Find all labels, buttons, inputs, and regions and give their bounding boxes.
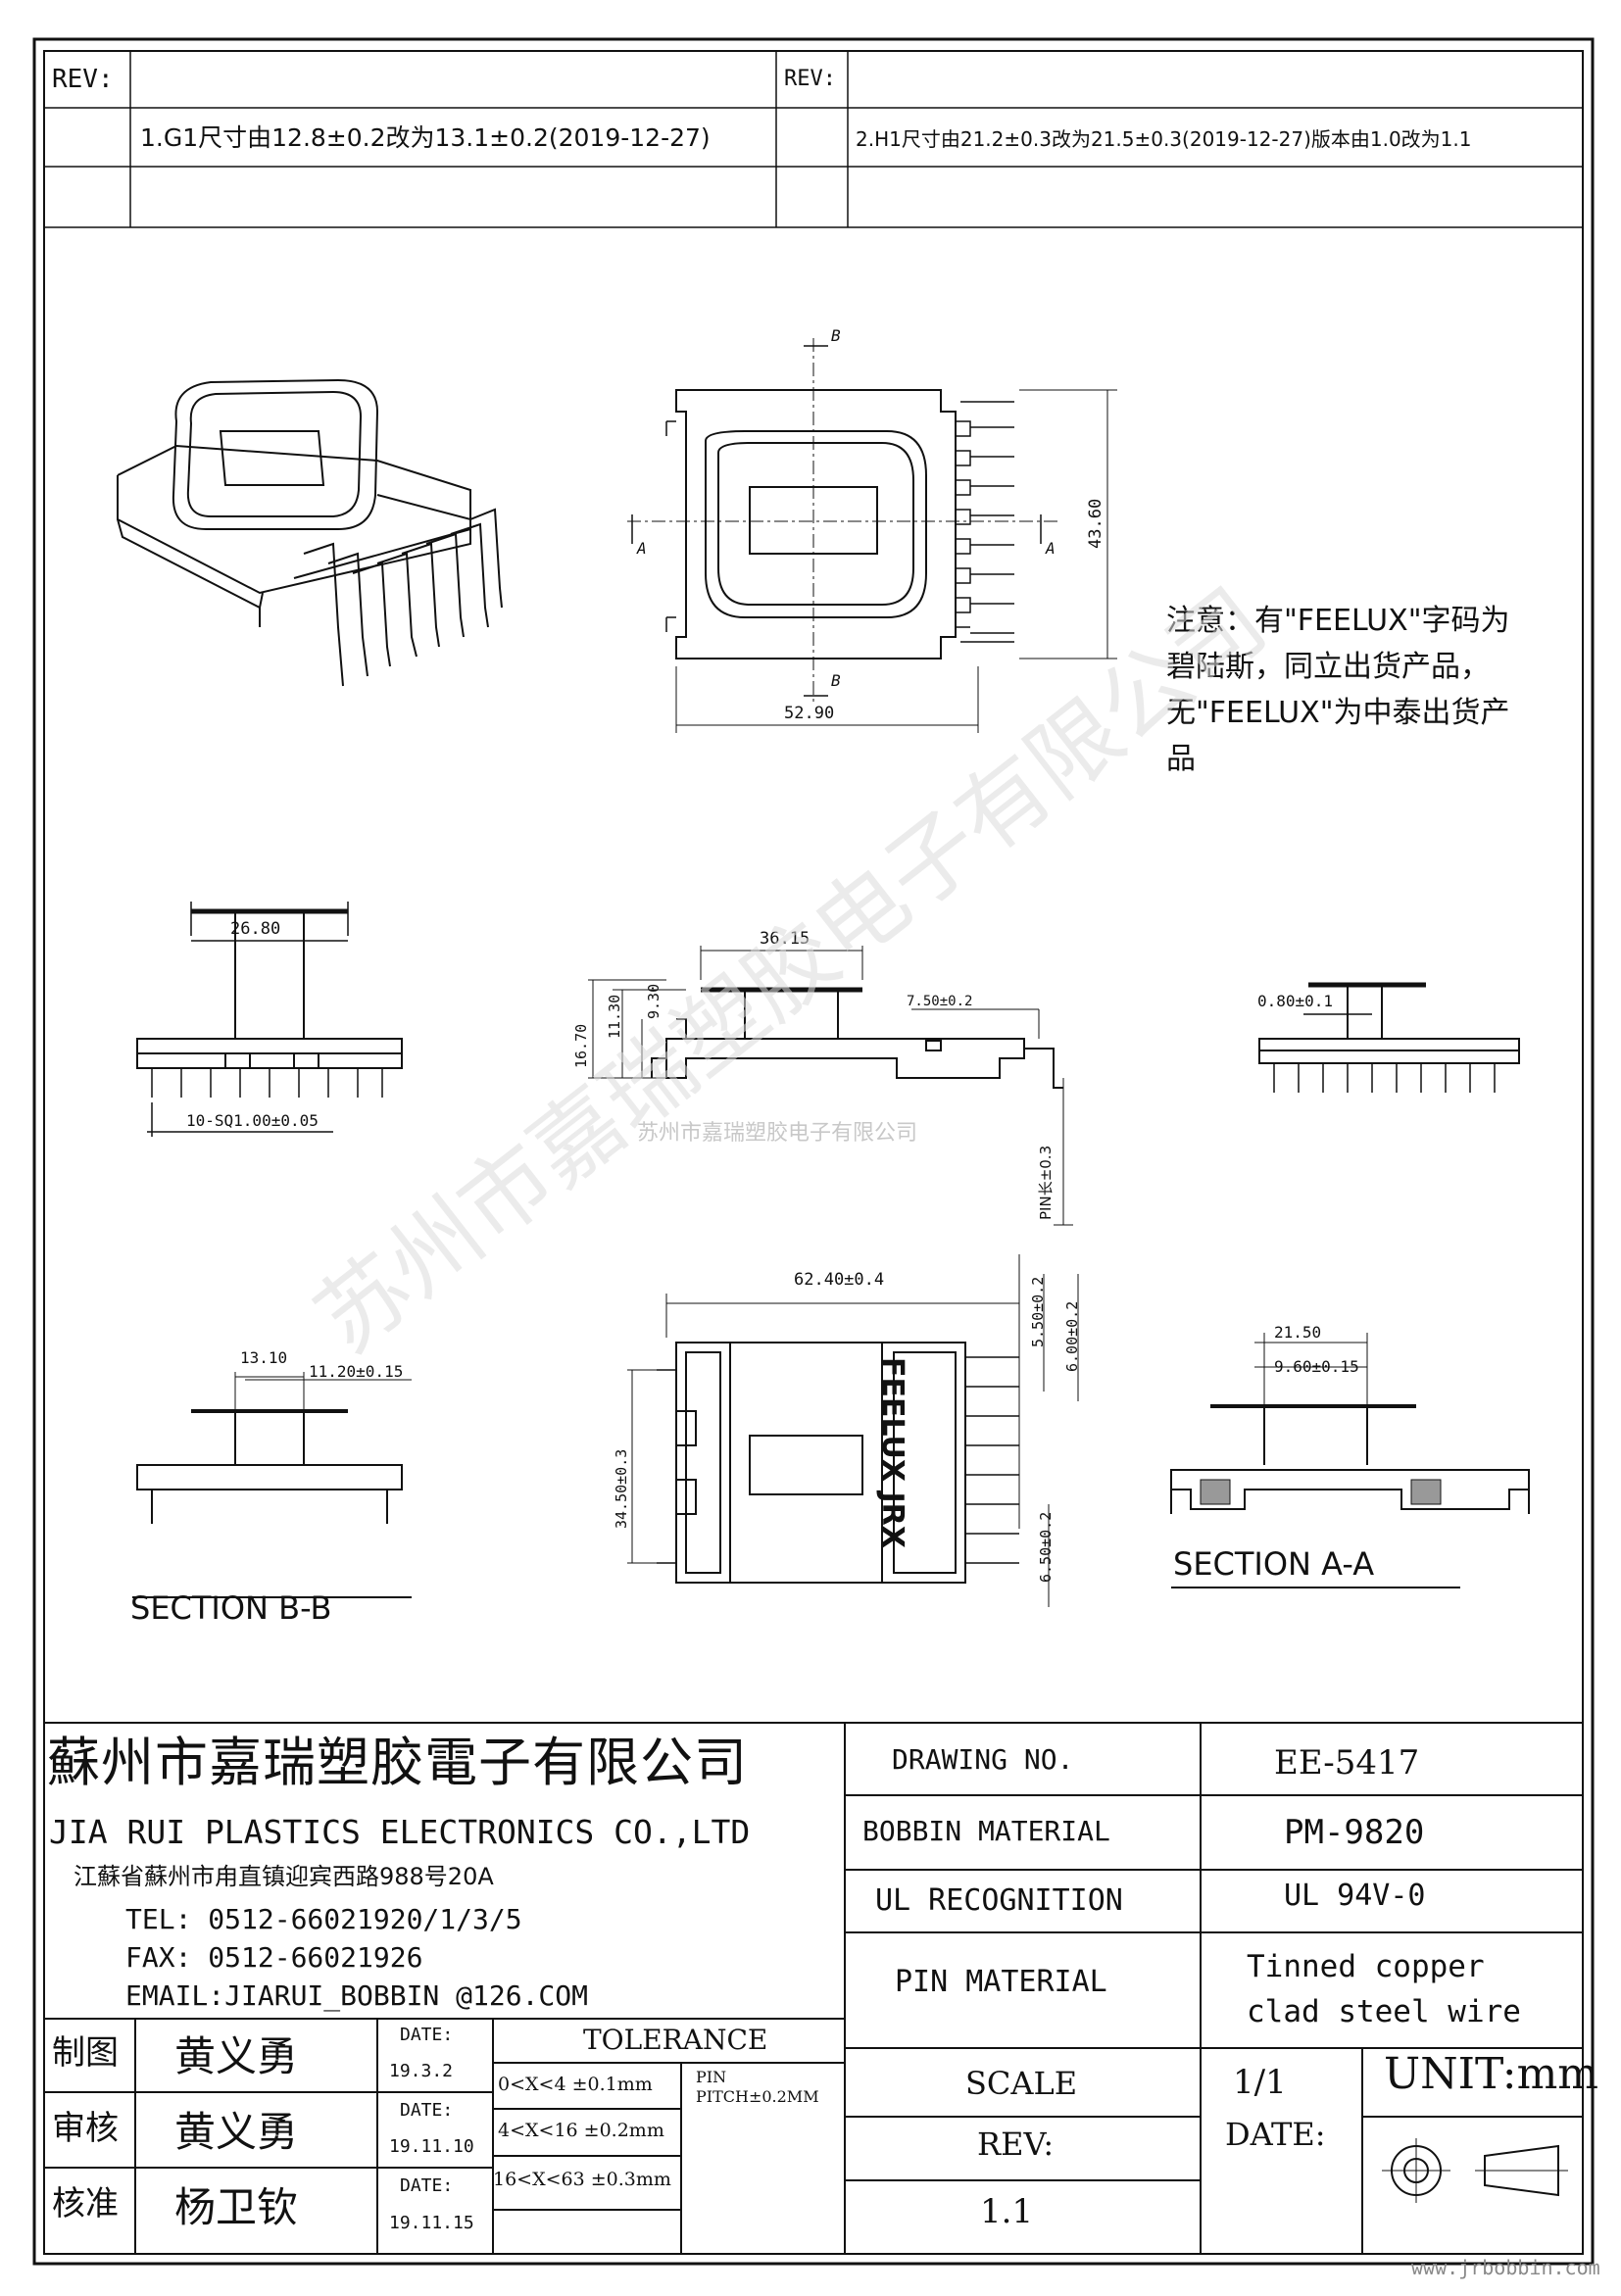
approved-by: 杨卫钦 <box>174 2183 299 2231</box>
date-label-3: DATE: <box>400 2175 454 2196</box>
bottom-view <box>627 1254 1079 1607</box>
dim-h2: 9.60±0.15 <box>1274 1357 1359 1376</box>
rev-label: REV: <box>977 2125 1055 2163</box>
company-fax: FAX: 0512-66021926 <box>125 1941 423 1974</box>
dim-m: 43.60 <box>1086 498 1105 549</box>
date-label-2: DATE: <box>400 2100 454 2121</box>
date-label-right: DATE: <box>1225 2116 1326 2153</box>
dim-g2: 11.20±0.15 <box>309 1362 404 1381</box>
dim-34-50: 34.50±0.3 <box>613 1448 630 1529</box>
ul-recognition-label: UL RECOGNITION <box>875 1883 1123 1918</box>
date-label-1: DATE: <box>400 2025 454 2045</box>
notice-line-1: 注意：有"FEELUX"字码为碧陆斯，同立出货产品， <box>1166 604 1510 684</box>
pin-length-dim: PIN长±0.3 <box>1037 1145 1055 1220</box>
outer-border <box>32 37 1595 2266</box>
dim-6-50: 6.50±0.2 <box>1037 1511 1055 1583</box>
unit-label: UNIT:mm <box>1384 2049 1599 2099</box>
dim-a: 62.40±0.4 <box>794 1270 885 1290</box>
date-3: 19.11.15 <box>389 2213 474 2233</box>
date-1: 19.3.2 <box>389 2061 454 2081</box>
watermark-small: 苏州市嘉瑞塑胶电子有限公司 <box>637 1121 918 1146</box>
footer-url: www.jrbobbin.com <box>1411 2256 1600 2279</box>
company-name-en: JIA RUI PLASTICS ELECTRONICS CO.,LTD <box>49 1813 751 1851</box>
section-mark-a-left: A <box>636 539 647 558</box>
section-aa-label: SECTION A-A <box>1173 1545 1375 1583</box>
bobbin-marking-text: FEELUX JRX <box>875 1357 909 1548</box>
top-view <box>627 338 1117 733</box>
pin-pitch-label: PIN <box>696 2068 727 2086</box>
projection-symbol-icon <box>1382 2138 1568 2203</box>
rev-label-left: REV: <box>52 65 114 94</box>
dim-b3: 6.00±0.2 <box>1063 1300 1081 1372</box>
company-email: EMAIL:JIARUI_BOBBIN @126.COM <box>125 1979 589 2012</box>
section-bb-label: SECTION B-B <box>130 1589 332 1627</box>
inner-border <box>43 50 1584 2255</box>
front-view-left <box>136 902 403 1137</box>
date-2: 19.11.10 <box>389 2136 474 2157</box>
dim-k: 52.90 <box>784 704 835 723</box>
notice-text: 注意：有"FEELUX"字码为碧陆斯，同立出货产品， 无"FEELUX"为中泰出… <box>1166 598 1519 782</box>
dim-n: 7.50±0.2 <box>907 994 973 1009</box>
section-aa-view <box>1170 1333 1530 1588</box>
revision-grid <box>44 51 1583 228</box>
pin-material-value-2: clad steel wire <box>1247 1994 1521 2029</box>
company-address: 江蘇省蘇州市甪直镇迎宾西路988号20A <box>74 1863 494 1890</box>
bobbin-material-value: PM-9820 <box>1284 1813 1425 1852</box>
drawn-label: 制图 <box>52 2033 119 2073</box>
dim-j: 26.80 <box>230 919 281 939</box>
checked-by: 黄义勇 <box>174 2108 299 2156</box>
drawn-by: 黄义勇 <box>174 2032 299 2080</box>
dim-b2: 5.50±0.2 <box>1029 1276 1047 1347</box>
scale-value: 1/1 <box>1233 2063 1287 2102</box>
isometric-view <box>117 378 503 687</box>
tolerance-row-2: 4<X<16 ±0.2mm <box>498 2120 664 2141</box>
dim-g1: 13.10 <box>240 1348 288 1367</box>
section-mark-b-bottom: B <box>831 671 841 690</box>
revision-note-1: 1.G1尺寸由12.8±0.2改为13.1±0.2(2019-12-27) <box>140 123 711 152</box>
drawing-no-value: EE-5417 <box>1274 1743 1420 1783</box>
ul-recognition-value: UL 94V-0 <box>1284 1879 1426 1913</box>
title-block-grid <box>44 1722 1583 2254</box>
pin-material-label: PIN MATERIAL <box>895 1965 1107 1999</box>
tolerance-label: TOLERANCE <box>583 2024 768 2056</box>
company-tel: TEL: 0512-66021920/1/3/5 <box>125 1903 522 1935</box>
check-label: 审核 <box>52 2109 119 2148</box>
pin-material-value-1: Tinned copper <box>1247 1949 1485 1984</box>
drawing-no-label: DRAWING NO. <box>892 1743 1074 1776</box>
section-mark-b-top: B <box>831 326 841 345</box>
front-view-right <box>1258 982 1520 1093</box>
section-mark-a-right: A <box>1045 539 1056 558</box>
dim-h1: 21.50 <box>1274 1323 1322 1342</box>
section-bb-view <box>132 1372 412 1598</box>
rev-label-right: REV: <box>784 67 836 91</box>
scale-label: SCALE <box>965 2065 1078 2102</box>
dim-0-80: 0.80±0.1 <box>1257 992 1334 1010</box>
company-name-cn: 蘇州市嘉瑞塑胶電子有限公司 <box>47 1732 748 1793</box>
front-view-middle <box>588 946 1073 1226</box>
pin-pitch-dim: 10-SQ1.00±0.05 <box>186 1111 319 1130</box>
tolerance-row-1: 0<X<4 ±0.1mm <box>498 2074 653 2095</box>
rev-value: 1.1 <box>980 2192 1034 2231</box>
notice-line-2: 无"FEELUX"为中泰出货产品 <box>1166 696 1510 776</box>
approve-label: 核准 <box>52 2184 119 2223</box>
pin-pitch-value: PITCH±0.2MM <box>696 2087 819 2106</box>
bobbin-material-label: BOBBIN MATERIAL <box>862 1815 1110 1847</box>
dim-i: 36.15 <box>760 929 810 949</box>
revision-note-2: 2.H1尺寸由21.2±0.3改为21.5±0.3(2019-12-27)版本由… <box>856 127 1472 151</box>
tolerance-row-3: 16<X<63 ±0.3mm <box>493 2169 671 2190</box>
